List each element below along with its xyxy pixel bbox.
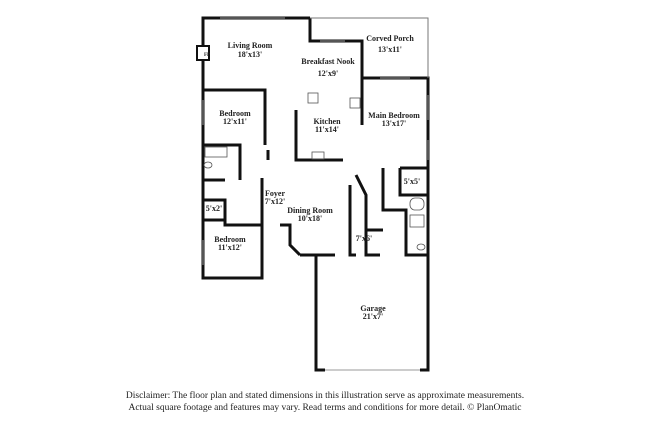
room-dims: 7'x12' [265,197,285,206]
walls [201,16,430,372]
stove-icon [307,92,319,104]
bathtub-icon [204,146,228,158]
room-name: Bedroom [214,235,246,244]
fireplace [196,45,210,61]
room-name: Main Bedroom [368,111,420,120]
room-name: Living Room [228,41,273,50]
room-name: Breakfast Nook [301,57,355,66]
fireplace-label: FP [204,53,210,58]
room-dims: 21'x7' [363,312,383,321]
room-labels: Living Room 18'x13' Breakfast Nook 12'x9… [206,34,420,321]
room-dims: 13'x17' [382,119,406,128]
disclaimer-line-2: Actual square footage and features may v… [128,403,522,413]
room-dims: 11'x14' [315,125,339,134]
room-dims: 5'x2' [206,204,222,213]
room-dims: 11'x12' [218,243,242,252]
room-name: Dining Room [287,206,333,215]
room-name: Bedroom [219,109,251,118]
room-dims: 12'x11' [223,117,247,126]
disclaimer: Disclaimer: The floor plan and stated di… [0,390,650,414]
toilet-icon [416,243,426,251]
room-dims: 5'x5' [404,177,420,186]
shower-icon [409,214,425,228]
porch-outline [310,17,429,78]
room-name: Corved Porch [366,34,414,43]
fixtures [203,92,426,251]
room-dims: 13'x11' [378,45,402,54]
disclaimer-line-1: Disclaimer: The floor plan and stated di… [125,391,525,401]
tub-icon [409,197,425,211]
toilet-icon [203,161,213,169]
room-dims: 7'x6' [356,234,372,243]
room-dims: 12'x9' [318,69,338,78]
room-name: Kitchen [313,117,341,126]
room-dims: 10'x18' [298,214,322,223]
room-dims: 18'x13' [238,50,262,59]
windows [202,17,429,371]
room-name: Foyer [265,189,285,198]
sink-icon [311,151,325,160]
fridge-icon [349,97,361,109]
room-name: Garage [360,304,386,313]
